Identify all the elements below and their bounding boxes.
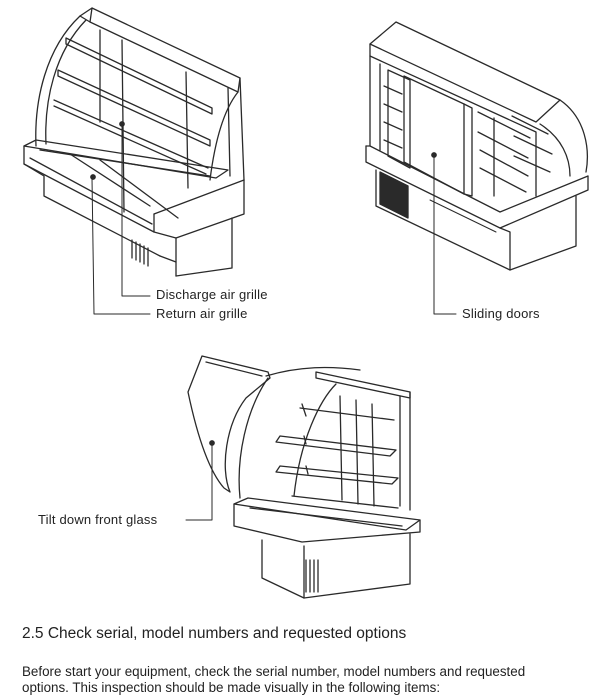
section-heading: 2.5 Check serial, model numbers and requ… <box>22 625 407 642</box>
paragraph-line: Before start your equipment, check the s… <box>22 664 526 679</box>
tilt-down-glass-display-case <box>185 355 421 599</box>
discharge-air-grille-label: Discharge air grille <box>156 287 268 302</box>
tilt-down-front-glass-label: Tilt down front glass <box>38 512 158 527</box>
return-air-grille-label: Return air grille <box>156 306 248 321</box>
paragraph-line: options. This inspection should be made … <box>22 680 441 695</box>
sliding-doors-label: Sliding doors <box>462 306 540 321</box>
curved-glass-display-case <box>23 7 245 315</box>
display-case-illustrations <box>23 7 589 599</box>
sliding-door-display-case <box>365 21 589 315</box>
section-paragraph: Before start your equipment, check the s… <box>22 664 612 696</box>
